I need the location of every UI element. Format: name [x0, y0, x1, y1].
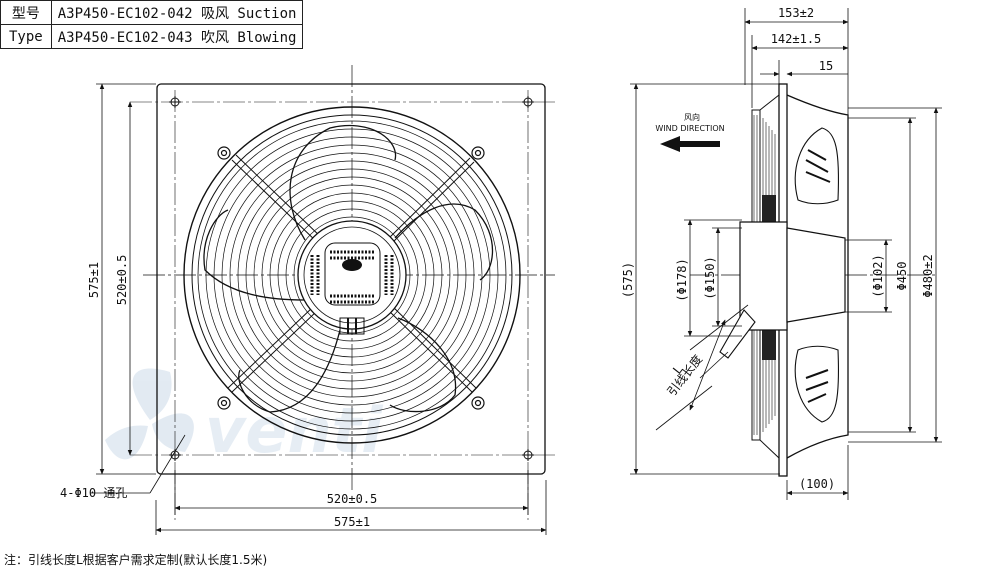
- dim-dia-150: (Φ150): [703, 256, 717, 299]
- footnote: 注：引线长度L根据客户需求定制(默认长度1.5米): [4, 553, 268, 567]
- guard-struts: [227, 154, 477, 393]
- front-view: [90, 65, 555, 535]
- side-blades: [794, 127, 839, 423]
- model-value-cell: A3P450-EC102-042 吸风 Suction: [50, 0, 304, 25]
- hole-callout: 4-Φ10 通孔: [60, 486, 127, 500]
- dim-front-height-holes: 520±0.5: [115, 255, 129, 306]
- mounting-plate: [156, 83, 546, 475]
- motor-hub: [297, 220, 407, 335]
- side-dimensions: [630, 8, 942, 500]
- dim-depth-142: 142±1.5: [771, 32, 822, 46]
- model-row-blowing: Type A3P450-EC102-043 吹风 Blowing: [0, 24, 304, 49]
- model-label-cell: 型号: [0, 0, 52, 25]
- dim-depth-153: 153±2: [778, 6, 814, 20]
- wind-direction-cn: 风向: [684, 112, 700, 122]
- dim-depth-15: 15: [819, 59, 833, 73]
- model-table: 型号 A3P450-EC102-042 吸风 Suction Type A3P4…: [0, 0, 304, 49]
- dim-dia-450: Φ450: [895, 262, 909, 291]
- wind-direction-en: WIND DIRECTION: [655, 124, 724, 133]
- watermark-fan-icon: [105, 368, 194, 460]
- dim-dia-102: (Φ102): [871, 254, 885, 297]
- mounting-lugs: [217, 146, 485, 410]
- type-value-cell: A3P450-EC102-043 吹风 Blowing: [50, 24, 304, 49]
- side-view: [630, 8, 942, 500]
- side-motor: [739, 221, 788, 331]
- wind-arrow-icon: [660, 136, 720, 152]
- lead-length-label: 引线长度: [664, 352, 705, 399]
- front-dimensions: [90, 83, 547, 535]
- dim-side-575: (575): [621, 262, 635, 298]
- dim-100: (100): [799, 477, 835, 491]
- model-row-suction: 型号 A3P450-EC102-042 吸风 Suction: [0, 0, 304, 25]
- dim-front-width-outer: 575±1: [334, 515, 370, 529]
- watermark: venti: [105, 368, 383, 467]
- dim-dia-178: (Φ178): [675, 258, 689, 301]
- dim-front-width-holes: 520±0.5: [327, 492, 378, 506]
- fan-guard-rings: [205, 128, 499, 422]
- dim-front-height-outer: 575±1: [87, 262, 101, 298]
- dim-dia-480: Φ480±2: [921, 254, 935, 297]
